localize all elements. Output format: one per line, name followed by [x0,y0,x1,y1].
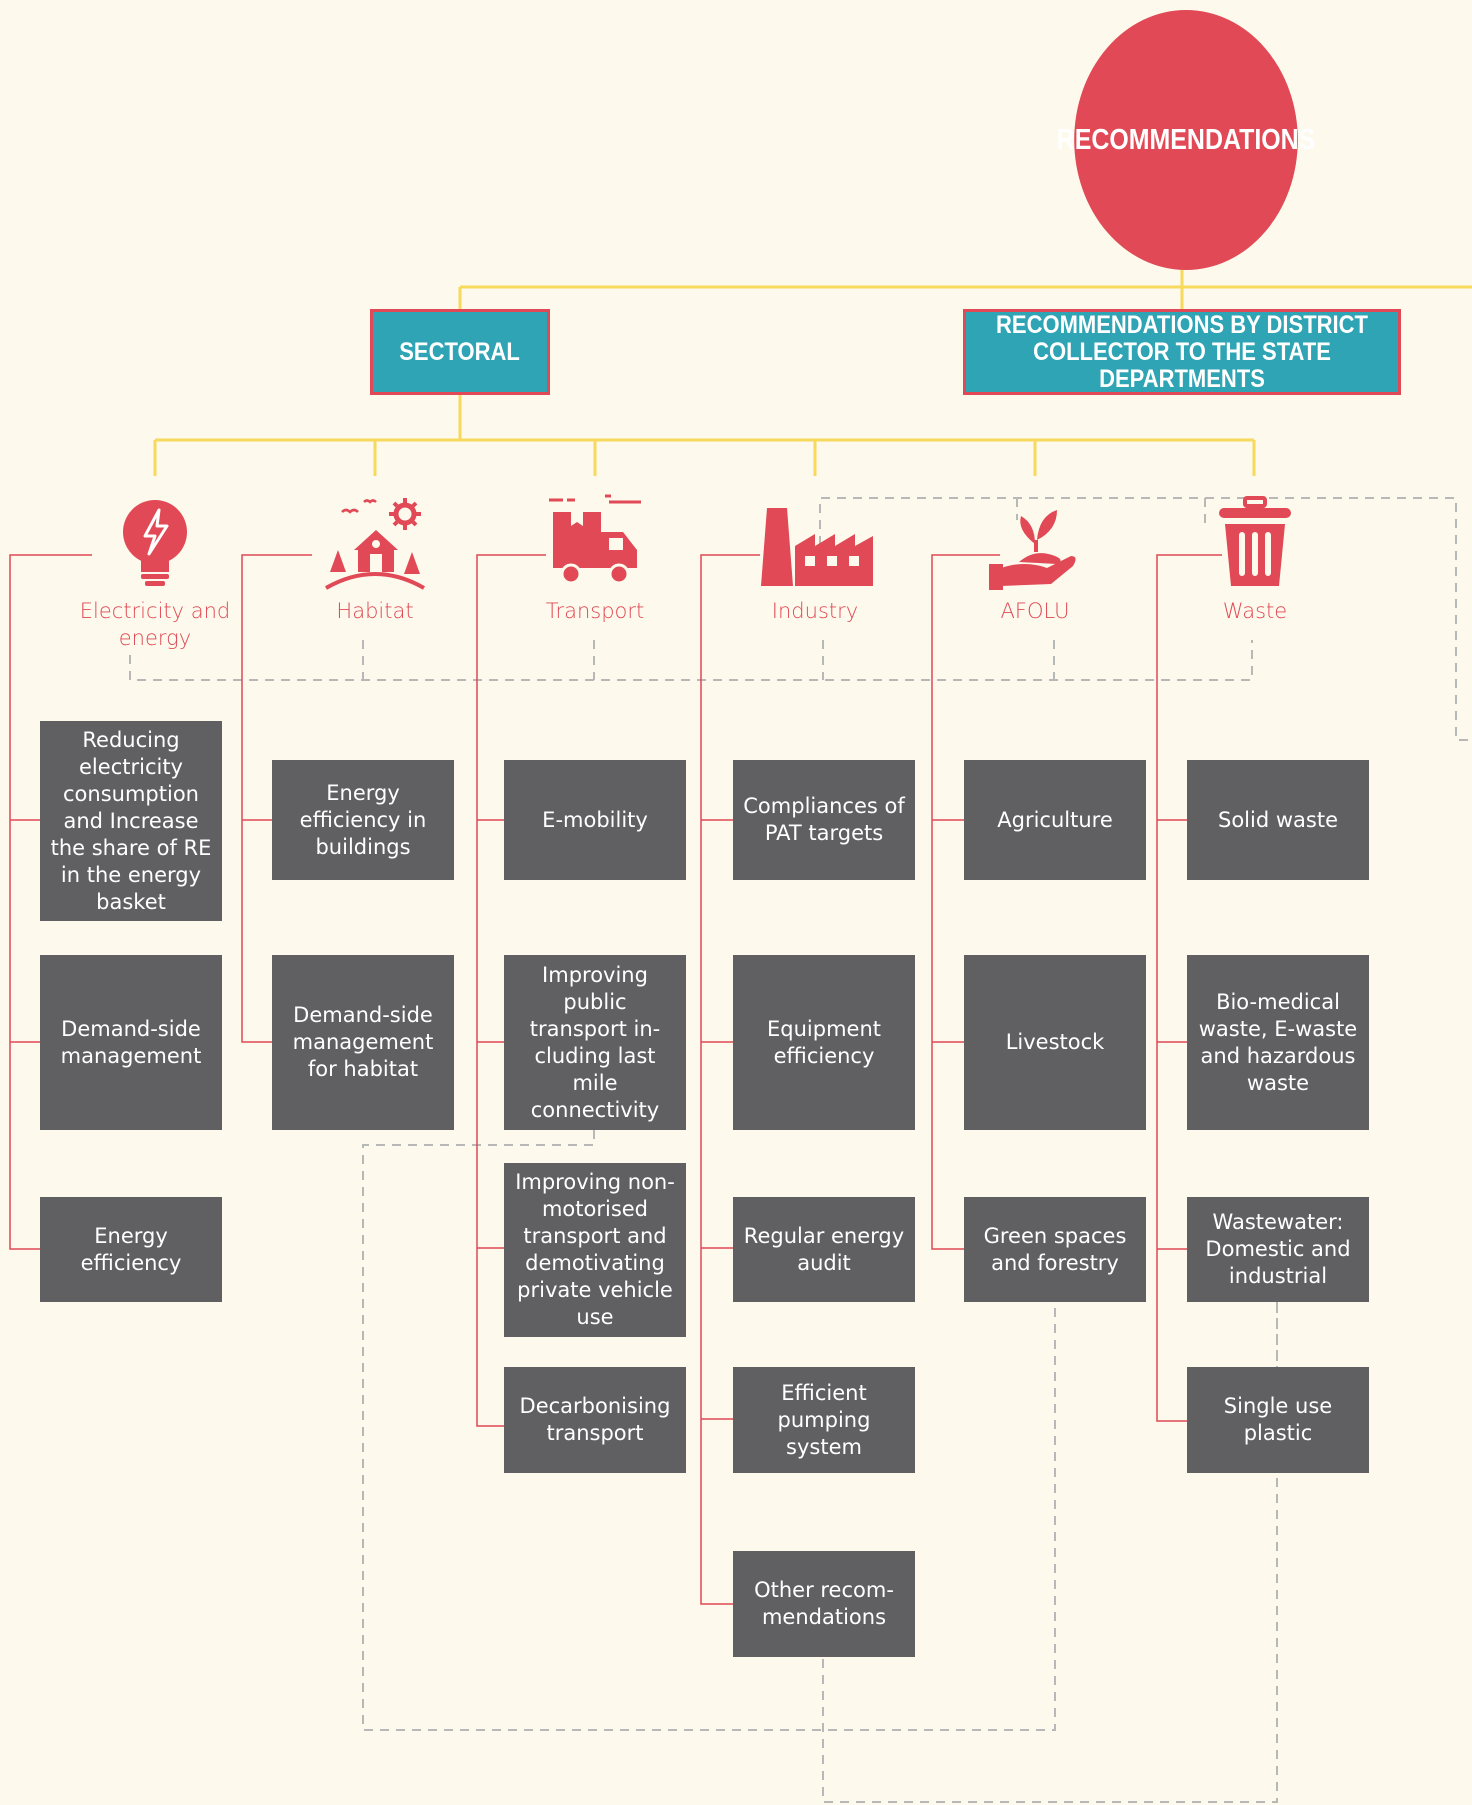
recommendation-box: Decarbonising transport [504,1367,686,1473]
recommendation-box: Regular energy audit [733,1197,915,1302]
recommendation-box: Improving public transport in-cluding la… [504,955,686,1130]
recommendation-box: Other recom-mendations [733,1551,915,1657]
recommendation-box: Solid waste [1187,760,1369,880]
sectoral-label: SECTORAL [399,337,521,366]
recommendation-box: Demand-side management for habitat [272,955,454,1130]
recommendation-box: Demand-side management [40,955,222,1130]
district-collector-box: RECOMMENDATIONS BY DISTRICT COLLECTOR TO… [963,309,1401,395]
sector-label: Industry [771,599,859,623]
sectoral-box: SECTORAL [370,309,550,395]
recommendation-box: Wastewater: Domestic and industrial [1187,1197,1369,1302]
delivery-truck-icon [549,494,641,585]
sector-waste: Waste [1165,494,1345,625]
recommendation-box: Energy efficiency in buildings [272,760,454,880]
recommendation-box: Green spaces and forestry [964,1197,1146,1302]
recommendation-box: Reducing electricity consumption and Inc… [40,721,222,921]
recommendation-box: E-mobility [504,760,686,880]
sector-brackets [9,554,1222,1605]
sector-label: Waste [1222,599,1288,623]
sector-electricity: Electricity and energy [65,494,245,652]
recommendation-box: Efficient pumping system [733,1367,915,1473]
recommendation-box: Livestock [964,955,1146,1130]
sector-transport: Transport [505,494,685,625]
district-collector-label: RECOMMENDATIONS BY DISTRICT COLLECTOR TO… [996,310,1368,393]
recommendation-box: Bio-medical waste, E-waste and hazardous… [1187,955,1369,1130]
sector-label: Electricity and energy [79,599,231,650]
sector-industry: Industry [725,494,905,625]
root-label: RECOMMENDATIONS [1056,123,1316,156]
sector-label: Transport [545,599,645,623]
tree-connectors [153,270,1472,476]
root-recommendations-circle: RECOMMENDATIONS [1057,10,1315,270]
house-landscape-icon [325,498,425,590]
trash-bin-icon [1219,496,1291,586]
sector-afolu: AFOLU [945,494,1125,625]
recommendation-box: Single use plastic [1187,1367,1369,1473]
recommendation-box: Improving non-motorised transport and de… [504,1163,686,1337]
recommendation-box: Energy efficiency [40,1197,222,1302]
lightbulb-icon [123,500,187,586]
recommendation-box: Equipment efficiency [733,955,915,1130]
dashed-crosslinks [129,497,1472,1803]
factory-icon [761,508,873,586]
sector-label: Habitat [336,599,414,623]
plant-in-hand-icon [989,510,1076,590]
recommendation-box: Agriculture [964,760,1146,880]
sector-label: AFOLU [1000,599,1070,623]
recommendation-box: Compliances of PAT targets [733,760,915,880]
sector-habitat: Habitat [285,494,465,625]
